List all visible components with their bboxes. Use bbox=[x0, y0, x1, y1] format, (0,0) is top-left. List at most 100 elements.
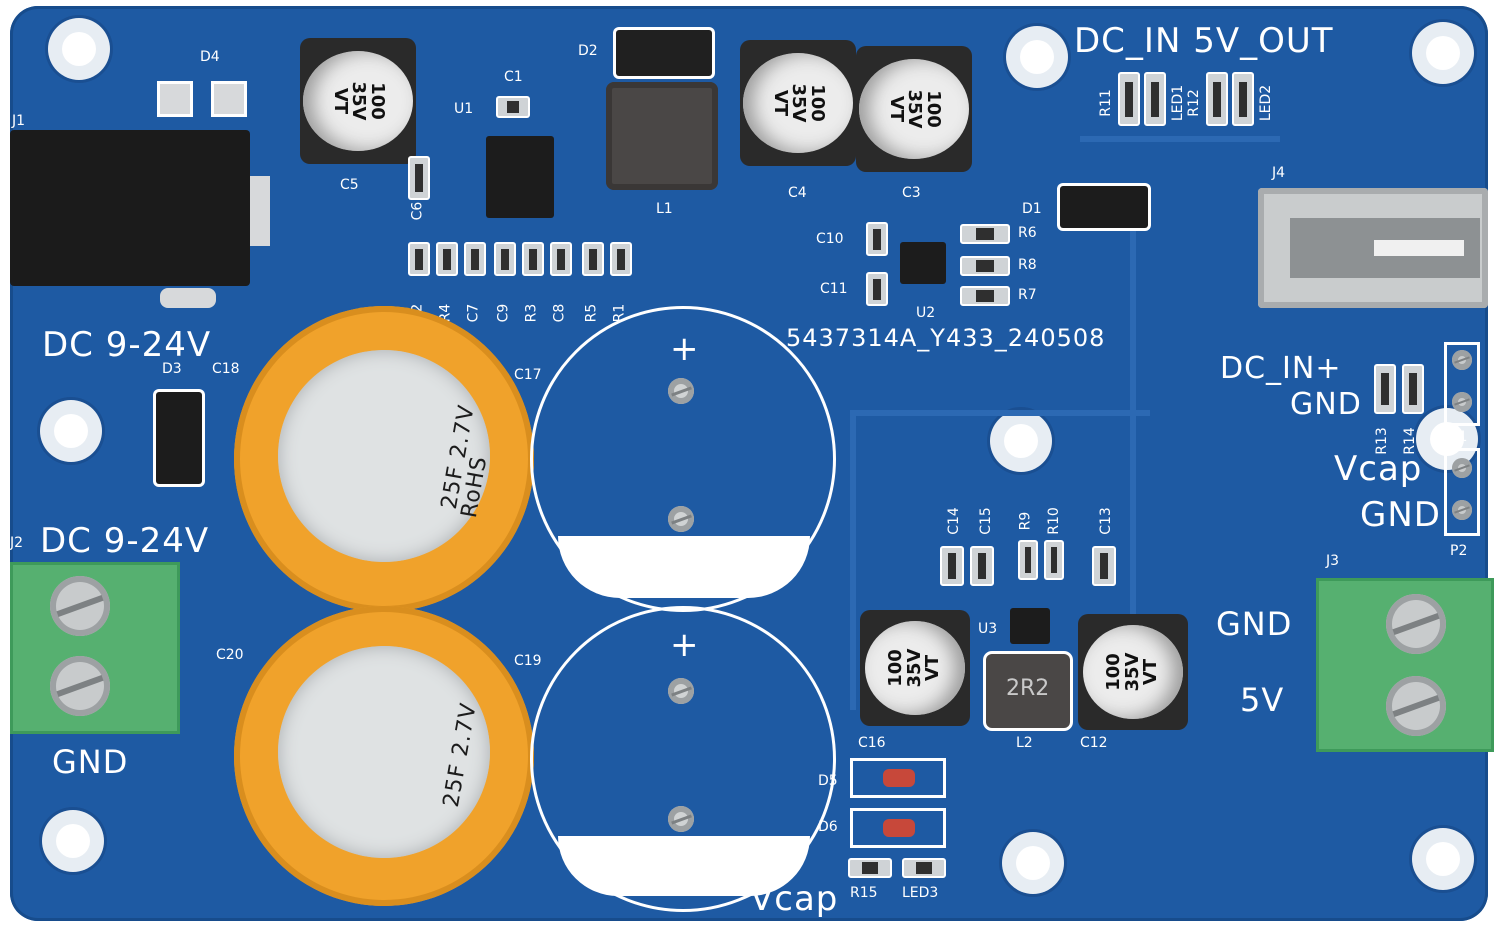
terminal-screw[interactable] bbox=[50, 576, 110, 636]
cap-voltage: 35V bbox=[904, 89, 926, 129]
terminal-screw[interactable] bbox=[50, 656, 110, 716]
capacitor-c14 bbox=[940, 546, 964, 586]
ic-u1[interactable] bbox=[486, 136, 554, 218]
resistor-r7 bbox=[960, 286, 1010, 306]
capacitor-c12[interactable]: 100 35V VT bbox=[1078, 614, 1188, 730]
label-dc-in-plus: DC_IN+ bbox=[1220, 351, 1342, 386]
board-model-number: 5437314A_Y433_240508 bbox=[786, 324, 1106, 352]
label-c10: C10 bbox=[816, 231, 844, 247]
label-c19: C19 bbox=[514, 653, 542, 669]
resistor-r3 bbox=[522, 242, 544, 276]
usb-port-tongue bbox=[1374, 240, 1464, 256]
label-dc-in-5v-out: DC_IN 5V_OUT bbox=[1074, 21, 1334, 61]
label-gnd-right: GND bbox=[1216, 605, 1293, 643]
cap-value: 100 bbox=[923, 90, 945, 128]
inductor-l1[interactable] bbox=[606, 82, 718, 190]
label-u1: U1 bbox=[454, 101, 474, 117]
label-5v: 5V bbox=[1240, 681, 1285, 719]
supercapacitor-c18[interactable]: 25F 2.7V RoHS bbox=[234, 306, 534, 612]
capacitor-c11 bbox=[866, 272, 888, 306]
label-r3: R3 bbox=[523, 303, 540, 323]
polarity-plus-top: + bbox=[670, 329, 700, 369]
dc-jack-j1[interactable] bbox=[10, 130, 250, 286]
label-d3: D3 bbox=[162, 361, 182, 377]
label-j1: J1 bbox=[12, 113, 26, 129]
copper-trace bbox=[850, 410, 856, 710]
label-c4: C4 bbox=[788, 185, 807, 201]
footprint-hole bbox=[668, 506, 694, 532]
led-led1 bbox=[1144, 72, 1166, 126]
capacitor-c16[interactable]: 100 35V VT bbox=[860, 610, 970, 726]
terminal-screw[interactable] bbox=[1386, 676, 1446, 736]
supercap-footprint bbox=[530, 606, 836, 912]
header-p1-top[interactable] bbox=[1444, 342, 1480, 426]
label-dc-input-top: DC 9-24V bbox=[42, 325, 212, 365]
cap-voltage: 35V bbox=[348, 81, 370, 121]
label-c1: C1 bbox=[504, 69, 523, 85]
label-j3: J3 bbox=[1326, 553, 1340, 569]
diode-d6[interactable] bbox=[850, 808, 946, 848]
capacitor-c9 bbox=[494, 242, 516, 276]
label-r6: R6 bbox=[1018, 225, 1037, 241]
diode-d5[interactable] bbox=[850, 758, 946, 798]
cap-series: VT bbox=[1140, 658, 1162, 686]
label-r8: R8 bbox=[1018, 257, 1037, 273]
label-c14: C14 bbox=[945, 507, 962, 535]
terminal-screw[interactable] bbox=[1386, 594, 1446, 654]
header-pin bbox=[1452, 500, 1472, 520]
label-d1: D1 bbox=[1022, 201, 1042, 217]
resistor-r15 bbox=[848, 858, 892, 878]
label-gnd-header2: GND bbox=[1360, 495, 1441, 535]
diode-d4-pad bbox=[214, 84, 244, 114]
label-r12: R12 bbox=[1185, 89, 1202, 117]
label-c9: C9 bbox=[495, 303, 512, 323]
label-r5: R5 bbox=[583, 303, 600, 323]
mounting-hole bbox=[54, 414, 88, 448]
copper-trace bbox=[850, 410, 1150, 416]
label-c11: C11 bbox=[820, 281, 848, 297]
ic-u3[interactable] bbox=[1010, 608, 1050, 644]
capacitor-c10 bbox=[866, 222, 888, 256]
capacitor-can: 100 35V VT bbox=[859, 59, 969, 159]
diode-body bbox=[883, 769, 915, 787]
ic-u2[interactable] bbox=[900, 242, 946, 284]
diode-d1[interactable] bbox=[1060, 186, 1148, 228]
label-c3: C3 bbox=[902, 185, 921, 201]
inductor-l2[interactable]: 2R2 bbox=[986, 654, 1070, 728]
mounting-hole bbox=[1016, 846, 1050, 880]
capacitor-c8 bbox=[550, 242, 572, 276]
capacitor-c6 bbox=[408, 156, 430, 200]
label-d5: D5 bbox=[818, 773, 838, 789]
supercap-top bbox=[278, 646, 490, 858]
label-p1: P1 bbox=[1450, 429, 1468, 445]
label-led2: LED2 bbox=[1258, 84, 1275, 122]
footprint-negative-band bbox=[558, 536, 810, 598]
resistor-r11 bbox=[1118, 72, 1140, 126]
capacitor-c4[interactable]: 100 35V VT bbox=[740, 40, 856, 166]
label-r9: R9 bbox=[1017, 511, 1034, 531]
resistor-r10 bbox=[1044, 540, 1064, 580]
supercapacitor-c20[interactable]: 25F 2.7V bbox=[234, 606, 534, 906]
diode-d2[interactable] bbox=[616, 30, 712, 76]
cap-series: VT bbox=[885, 95, 907, 123]
cap-voltage: 35V bbox=[788, 83, 810, 123]
capacitor-can: 100 35V VT bbox=[865, 621, 965, 715]
header-p2[interactable] bbox=[1444, 448, 1480, 536]
capacitor-c5[interactable]: 100 35V VT bbox=[300, 38, 416, 164]
cap-value: 100 bbox=[1102, 653, 1124, 691]
capacitor-c7 bbox=[464, 242, 486, 276]
header-pin bbox=[1452, 350, 1472, 370]
header-pin bbox=[1452, 392, 1472, 412]
resistor-r1 bbox=[610, 242, 632, 276]
dc-jack-pin bbox=[160, 288, 216, 308]
label-c20: C20 bbox=[216, 647, 244, 663]
label-u3: U3 bbox=[978, 621, 998, 637]
label-r10: R10 bbox=[1045, 507, 1062, 535]
resistor-r9 bbox=[1018, 540, 1038, 580]
label-r15: R15 bbox=[850, 885, 878, 901]
resistor-r14 bbox=[1402, 364, 1424, 414]
dc-jack-pin bbox=[250, 176, 270, 246]
diode-d3[interactable] bbox=[156, 392, 202, 484]
capacitor-c3[interactable]: 100 35V VT bbox=[856, 46, 972, 172]
footprint-hole bbox=[668, 806, 694, 832]
